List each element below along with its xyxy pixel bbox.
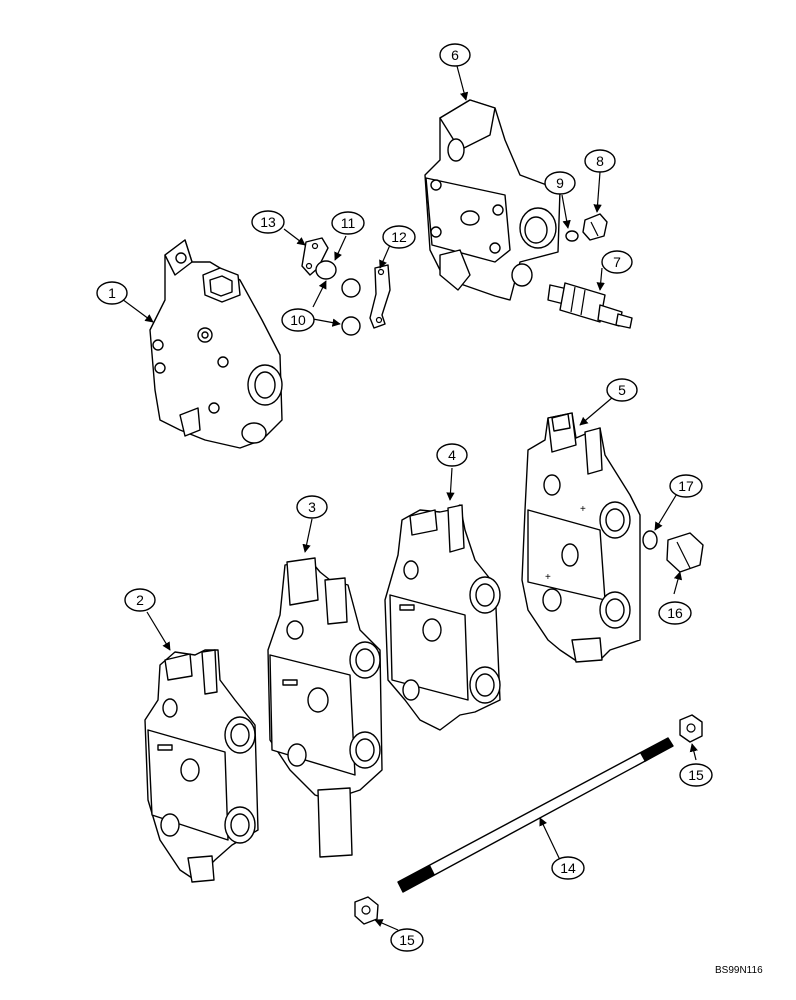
callout-15-upper: 15 [679,763,713,787]
svg-text:2: 2 [136,592,144,608]
callout-14: 14 [551,856,585,880]
part-tie-rod [397,737,674,893]
svg-text:6: 6 [451,47,459,63]
part-section-four [384,504,501,731]
svg-text:+: + [580,504,586,515]
callout-9: 9 [544,171,576,195]
svg-text:1: 1 [108,285,116,301]
callout-13: 13 [251,210,285,234]
callout-4: 4 [436,443,468,467]
svg-text:12: 12 [391,229,407,245]
callout-2: 2 [124,588,156,612]
part-section-two [144,649,259,883]
callout-7: 7 [601,250,633,274]
svg-text:4: 4 [448,447,456,463]
callout-17: 17 [669,474,703,498]
callout-16: 16 [658,601,692,625]
callout-8: 8 [584,149,616,173]
svg-text:3: 3 [308,499,316,515]
part-o-ring-right [642,530,658,550]
svg-text:7: 7 [613,254,621,270]
part-inlet-section [149,239,283,449]
part-o-ring-small [565,230,579,242]
callout-10: 10 [281,308,315,332]
svg-text:15: 15 [688,767,704,783]
svg-text:9: 9 [556,175,564,191]
part-plug-right [666,532,704,573]
svg-text:13: 13 [260,214,276,230]
part-nut-lower [354,896,379,925]
callout-5: 5 [606,378,638,402]
svg-text:15: 15 [399,932,415,948]
reference-code: BS99N116 [715,965,763,976]
part-section-three [267,557,383,858]
part-plug-small [582,213,608,241]
part-nut-upper [679,714,703,743]
part-section-five: + + [521,412,641,663]
svg-text:16: 16 [667,605,683,621]
callout-15-lower: 15 [390,928,424,952]
svg-text:10: 10 [290,312,306,328]
svg-text:17: 17 [678,478,694,494]
callout-6: 6 [439,43,471,67]
leader-lines [121,65,698,931]
part-o-rings [315,260,361,336]
svg-text:5: 5 [618,382,626,398]
part-end-cover [424,99,561,301]
callout-11: 11 [331,211,365,235]
callout-1: 1 [96,281,128,305]
callout-3: 3 [296,495,328,519]
part-relief-valve [547,282,633,329]
svg-text:+: + [545,572,551,583]
svg-text:8: 8 [596,153,604,169]
svg-text:11: 11 [341,215,356,231]
svg-text:14: 14 [560,860,576,876]
part-seal-plate-right [369,264,391,329]
callout-12: 12 [382,225,416,249]
